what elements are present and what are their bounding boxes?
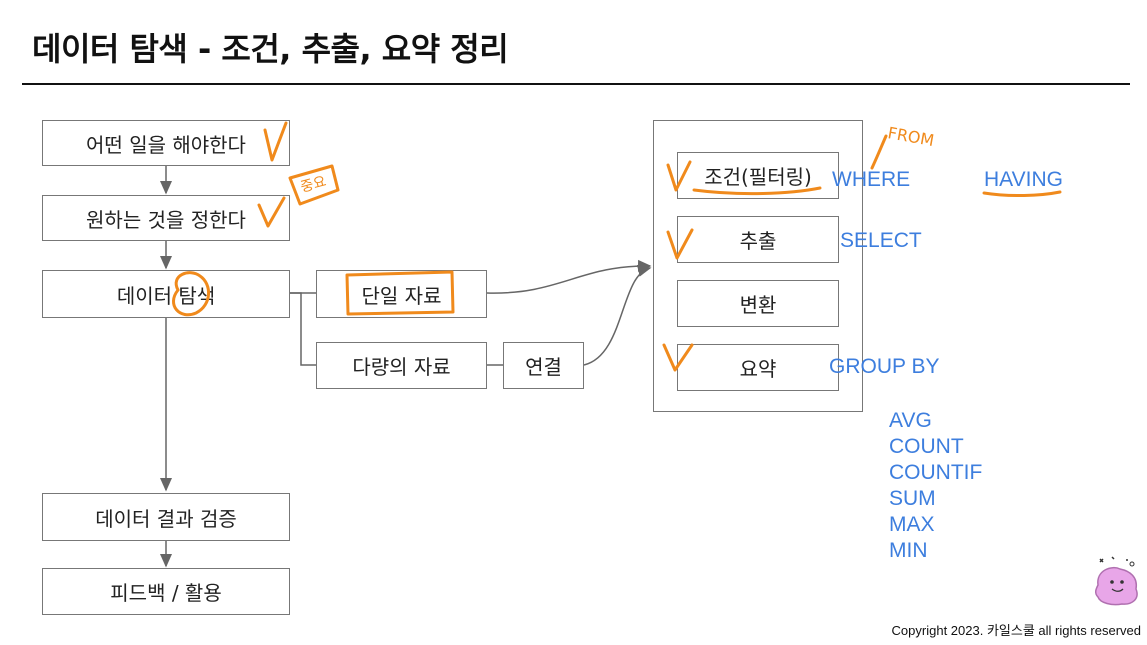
arrow-join-to-ops [583, 264, 652, 366]
flow-step-label: 데이터 탐색 [116, 283, 216, 308]
checkmark-icon [662, 343, 694, 372]
operation-label: 조건(필터링) [704, 165, 812, 189]
flow-step-label: 어떤 일을 해야한다 [86, 132, 246, 157]
mascot-icon [1094, 556, 1138, 606]
operation-label: 요약 [739, 357, 777, 381]
highlight-box-icon [345, 270, 455, 316]
arrow-single-to-ops [486, 259, 652, 294]
join-box: 연결 [503, 342, 584, 389]
page-title: 데이터 탐색 - 조건, 추출, 요약 정리 [32, 30, 509, 68]
single-data-box: 단일 자료 [316, 270, 487, 318]
checkmark-icon [666, 228, 694, 260]
underline-icon [692, 186, 822, 196]
join-label: 연결 [525, 355, 562, 379]
operations-container [653, 120, 863, 412]
operation-label: 변환 [739, 293, 777, 317]
multi-data-label: 다량의 자료 [352, 355, 451, 379]
keyword-where: WHERE [832, 168, 911, 191]
flow-step-feedback: 피드백 / 활용 [42, 568, 290, 615]
important-annotation: 중요 [299, 174, 328, 196]
aggregate-count: COUNT [889, 435, 964, 458]
aggregate-max: MAX [889, 513, 935, 536]
aggregate-countif: COUNTIF [889, 461, 983, 484]
operation-transform: 변환 [677, 280, 839, 327]
from-annotation: FROM [886, 123, 935, 150]
keyword-select: SELECT [840, 229, 922, 252]
circle-highlight-icon [172, 271, 210, 317]
underline-icon [982, 190, 1062, 198]
single-data-label: 단일 자료 [361, 283, 442, 308]
flow-step-define-goal: 원하는 것을 정한다 [42, 195, 290, 241]
flow-step-validate-results: 데이터 결과 검증 [42, 493, 290, 541]
operation-label: 추출 [739, 229, 777, 253]
important-stamp-icon [288, 164, 340, 206]
flow-step-label: 피드백 / 활용 [110, 581, 222, 605]
aggregate-avg: AVG [889, 409, 932, 432]
operation-extract: 추출 [677, 216, 839, 263]
aggregate-min: MIN [889, 539, 928, 562]
flow-step-data-exploration: 데이터 탐색 [42, 270, 290, 318]
multi-data-box: 다량의 자료 [316, 342, 487, 389]
keyword-group-by: GROUP BY [829, 355, 940, 378]
aggregate-sum: SUM [889, 487, 936, 510]
checkmark-icon [257, 196, 286, 228]
flow-step-label: 데이터 결과 검증 [95, 506, 237, 531]
copyright-notice: Copyright 2023. 카일스쿨 all rights reserved [891, 623, 1141, 638]
flow-step-label: 원하는 것을 정한다 [86, 207, 246, 232]
flow-step-define-task: 어떤 일을 해야한다 [42, 120, 290, 166]
keyword-having: HAVING [984, 168, 1063, 191]
operation-summary: 요약 [677, 344, 839, 391]
checkmark-icon [666, 160, 692, 192]
checkmark-icon [263, 121, 288, 162]
title-divider [22, 83, 1130, 85]
pointer-line-icon [870, 134, 888, 170]
